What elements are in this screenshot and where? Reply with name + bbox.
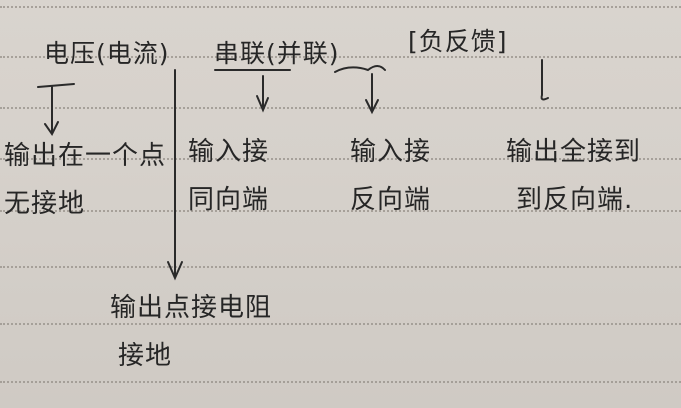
- note-line: 输出在一个点: [4, 141, 167, 171]
- ruled-line: [0, 56, 681, 58]
- note-line: 无接地: [4, 189, 86, 219]
- note-line: 到反向端.: [516, 185, 634, 215]
- note-line: 反向端: [350, 185, 432, 215]
- label-series-parallel: 串联(并联): [214, 39, 340, 68]
- current-branch: 输出点接电阻 接地: [110, 284, 272, 380]
- arrow-down-icon: [256, 75, 269, 113]
- ruled-line: [0, 210, 681, 212]
- note-line: 输入接: [188, 137, 270, 167]
- ruled-line: [0, 158, 681, 160]
- note-line: 输入接: [350, 137, 432, 167]
- bracket-line: [37, 83, 75, 88]
- arrow-down-icon: [44, 86, 59, 136]
- label-voltage-current: 电压(电流): [44, 39, 170, 68]
- ruled-line: [0, 266, 681, 268]
- arrow-down-icon: [365, 73, 379, 115]
- note-line: 输出点接电阻: [110, 293, 273, 323]
- parallel-branch: 输入接 反向端: [350, 128, 431, 224]
- note-line: 输出全接到: [506, 137, 642, 167]
- ruled-line: [0, 6, 681, 8]
- note-line: 接地: [118, 341, 173, 371]
- label-negative-feedback: [负反馈]: [408, 27, 508, 56]
- note-line: 同向端: [188, 185, 270, 215]
- arrow-down-icon: [540, 59, 549, 101]
- series-branch: 输入接 同向端: [188, 128, 269, 224]
- feedback-branch: 输出全接到 到反向端.: [506, 128, 641, 224]
- voltage-branch: 输出在一个点 无接地: [4, 132, 166, 228]
- ruled-line: [0, 107, 681, 109]
- brace: [334, 65, 386, 73]
- ruled-line: [0, 381, 681, 383]
- ruled-line: [0, 323, 681, 325]
- arrow-down-icon: [167, 69, 183, 281]
